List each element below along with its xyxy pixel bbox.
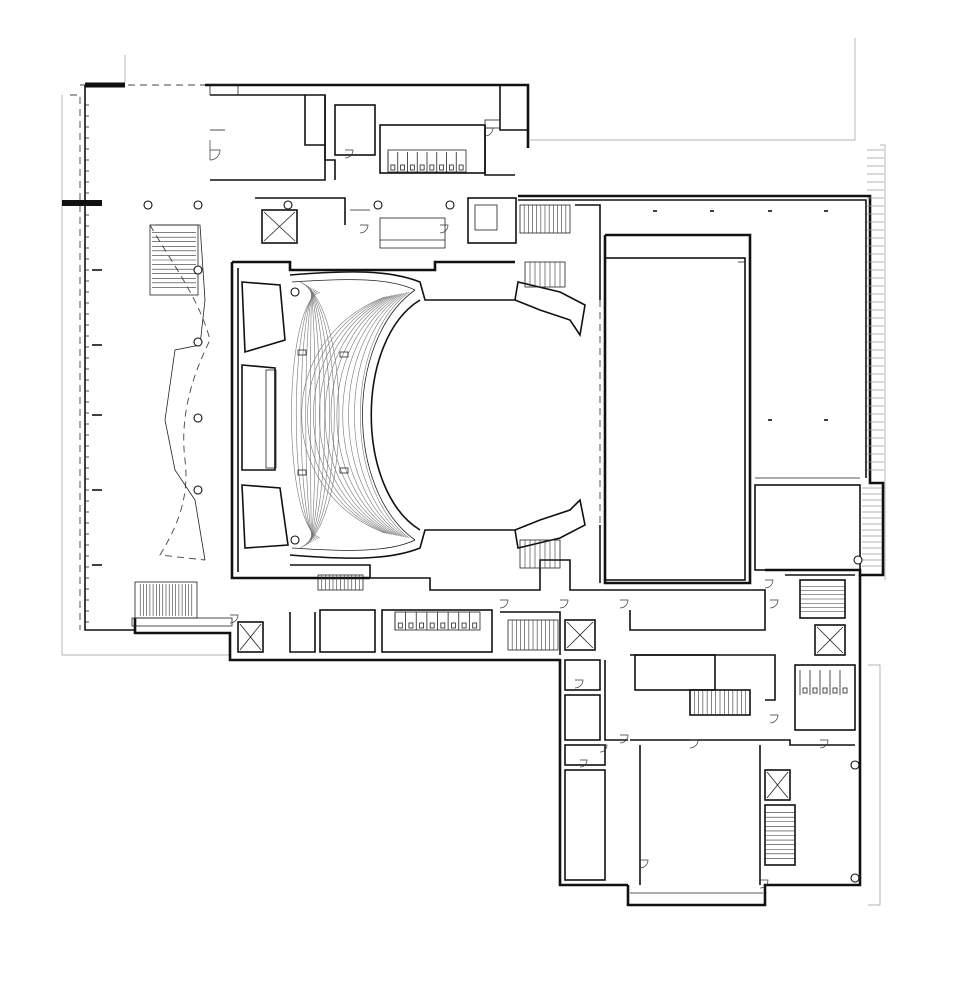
north-block: [209, 84, 515, 181]
building-envelope: [70, 82, 885, 907]
north-foyer: [255, 197, 601, 249]
auditorium: [230, 260, 601, 591]
site-lines: [61, 38, 886, 906]
east-wing: [630, 555, 863, 885]
door-swings: [209, 127, 829, 889]
south-services: [237, 589, 766, 655]
columns: [143, 200, 455, 495]
southwest-wing: [564, 659, 628, 881]
lobby: [62, 104, 233, 627]
stage-house: [599, 149, 884, 585]
